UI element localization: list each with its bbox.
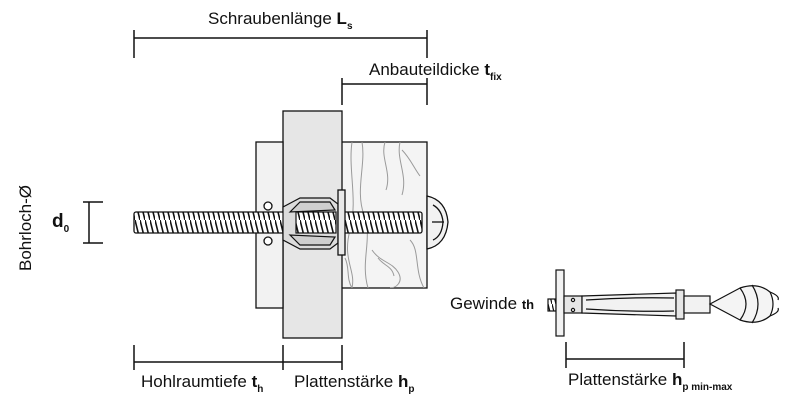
bore-diameter-dimension: [83, 201, 103, 244]
d0-label: d0: [52, 211, 70, 235]
bore-diameter-label: Bohrloch-Ø: [16, 185, 35, 271]
screw-head: [426, 195, 449, 250]
board-thickness-label: Plattenstärke hp: [294, 372, 415, 395]
washer-hole-lower: [263, 236, 273, 246]
anchor-nut: [337, 189, 346, 256]
board-thickness-range-dimension: [565, 342, 685, 368]
anchor-detail-drawing: [547, 269, 779, 337]
thread-label: Gewinde th: [450, 294, 535, 313]
fixture-thickness-dimension: [341, 78, 428, 105]
anchor-sleeve: [282, 197, 339, 250]
board-thickness-range-label: Plattenstärke hp min-max: [568, 370, 733, 393]
screw-length-label: Schraubenlänge Ls: [208, 9, 353, 32]
fixture-thickness-label: Anbauteildicke tfix: [369, 60, 502, 83]
screw-shaft: [133, 211, 423, 234]
cavity-depth-label: Hohlraumtiefe th: [141, 372, 264, 395]
washer-hole-upper: [263, 201, 273, 211]
cavity-board-dimension: [133, 345, 343, 370]
screw-length-dimension: [133, 30, 428, 58]
